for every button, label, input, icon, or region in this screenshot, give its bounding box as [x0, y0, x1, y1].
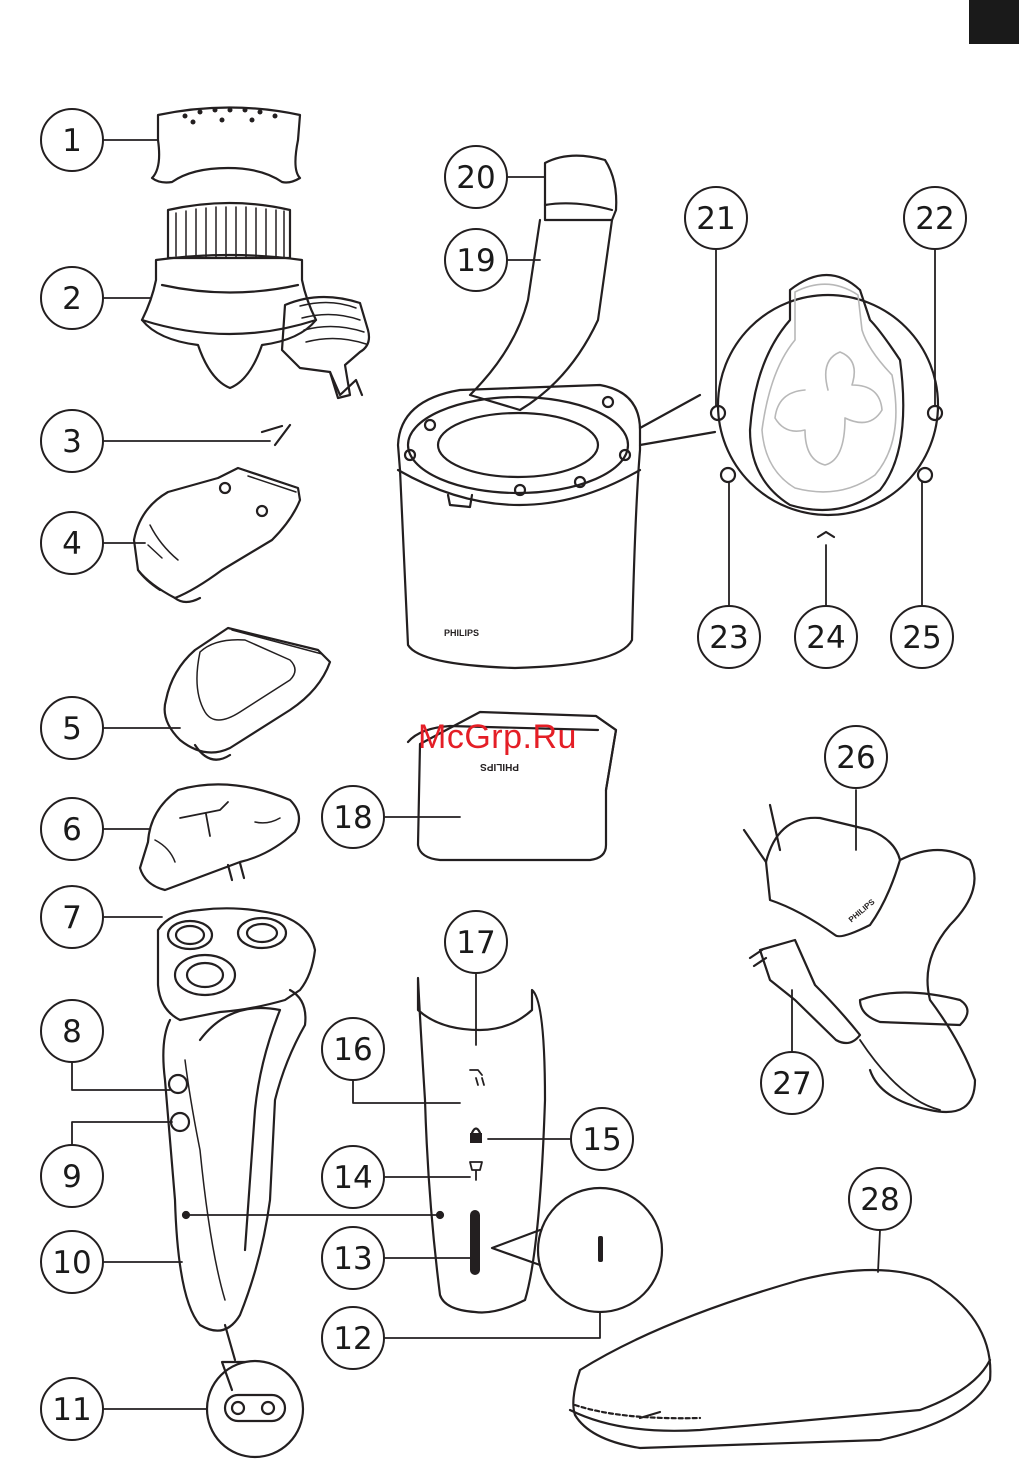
callout-5: 5 — [41, 697, 103, 759]
part-6-protection-cap — [140, 784, 299, 890]
callout-2: 2 — [41, 267, 103, 329]
part-4-beard-styler — [134, 468, 300, 602]
svg-text:1: 1 — [62, 123, 82, 159]
shaver-body — [158, 908, 315, 1360]
callout-10: 10 — [41, 1231, 103, 1293]
callout-7: 7 — [41, 886, 103, 948]
callout-25: 25 — [891, 606, 953, 668]
callout-6: 6 — [41, 798, 103, 860]
callout-23: 23 — [698, 606, 760, 668]
svg-text:19: 19 — [456, 243, 495, 279]
callout-22: 22 — [904, 187, 966, 249]
cleaning-unit-control-panel — [711, 275, 942, 537]
svg-text:18: 18 — [333, 800, 372, 836]
svg-text:4: 4 — [62, 526, 82, 562]
part-28-travel-pouch — [570, 1270, 990, 1448]
svg-text:21: 21 — [696, 201, 735, 237]
part-19-cleaning-unit — [398, 156, 715, 668]
callout-17: 17 — [445, 911, 507, 973]
callout-4: 4 — [41, 512, 103, 574]
part-2-cleansing-brush — [142, 203, 316, 388]
svg-text:5: 5 — [62, 711, 82, 747]
svg-text:8: 8 — [62, 1014, 82, 1050]
svg-text:11: 11 — [52, 1392, 91, 1428]
svg-text:22: 22 — [915, 201, 954, 237]
brand-label-cartridge: PHILIPS — [480, 761, 519, 772]
svg-text:26: 26 — [836, 740, 875, 776]
svg-text:20: 20 — [456, 160, 495, 196]
callout-21: 21 — [685, 187, 747, 249]
svg-text:25: 25 — [902, 620, 941, 656]
callout-20: 20 — [445, 146, 507, 208]
svg-text:7: 7 — [62, 900, 82, 936]
callout-3: 3 — [41, 410, 103, 472]
part-1-brush-cap — [152, 108, 300, 183]
brand-label-unit: PHILIPS — [444, 628, 479, 638]
svg-text:2: 2 — [62, 281, 82, 317]
svg-text:24: 24 — [806, 620, 845, 656]
svg-text:13: 13 — [333, 1241, 372, 1277]
watermark: McGrp.Ru — [418, 718, 577, 757]
svg-text:28: 28 — [860, 1182, 899, 1218]
svg-text:6: 6 — [62, 812, 82, 848]
svg-text:15: 15 — [582, 1122, 621, 1158]
svg-text:23: 23 — [709, 620, 748, 656]
callout-15: 15 — [571, 1108, 633, 1170]
callout-26: 26 — [825, 726, 887, 788]
callout-1: 1 — [41, 109, 103, 171]
callout-27: 27 — [761, 1052, 823, 1114]
callout-9: 9 — [41, 1145, 103, 1207]
callout-13: 13 — [322, 1227, 384, 1289]
callout-11: 11 — [41, 1378, 103, 1440]
callout-28: 28 — [849, 1168, 911, 1230]
svg-text:27: 27 — [772, 1066, 811, 1102]
part-11-socket — [207, 1361, 303, 1457]
callout-8: 8 — [41, 1000, 103, 1062]
svg-text:10: 10 — [52, 1245, 91, 1281]
callout-16: 16 — [322, 1018, 384, 1080]
svg-text:16: 16 — [333, 1032, 372, 1068]
svg-text:12: 12 — [333, 1321, 372, 1357]
leader-lines — [72, 140, 935, 1409]
svg-text:17: 17 — [456, 925, 495, 961]
svg-text:9: 9 — [62, 1159, 82, 1195]
callout-14: 14 — [322, 1146, 384, 1208]
svg-text:3: 3 — [62, 424, 82, 460]
callout-18: 18 — [322, 786, 384, 848]
callout-24: 24 — [795, 606, 857, 668]
svg-text:14: 14 — [333, 1160, 372, 1196]
callout-19: 19 — [445, 229, 507, 291]
part-5-precision-trimmer — [165, 628, 330, 760]
callout-12: 12 — [322, 1307, 384, 1369]
